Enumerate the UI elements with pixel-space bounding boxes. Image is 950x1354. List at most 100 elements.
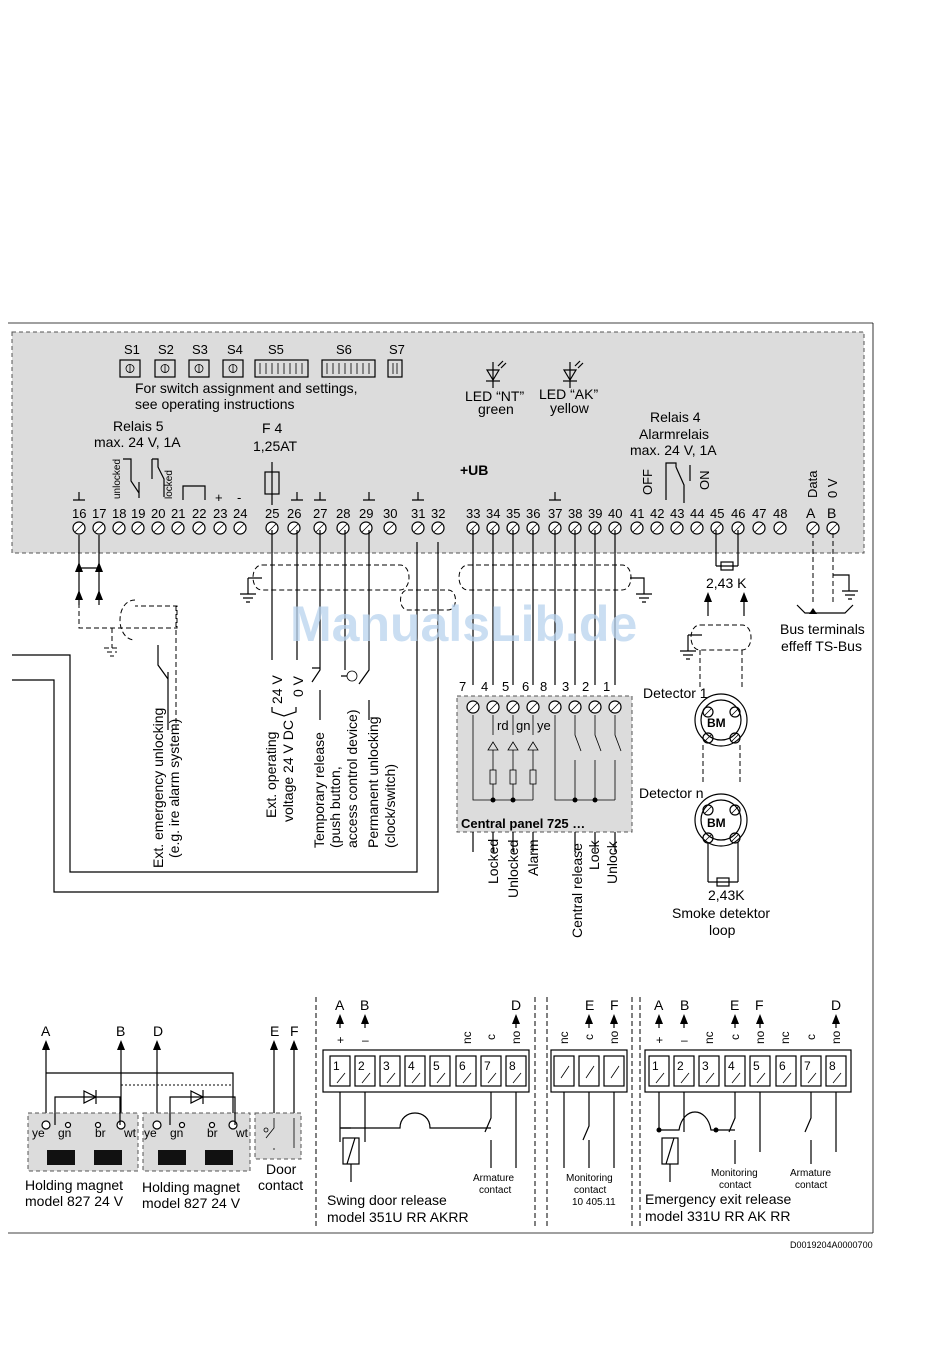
terminal-screw [41,1120,51,1130]
label-perm-unlock: Permanent unlocking [365,716,381,848]
terminal-cell [724,1055,746,1087]
switch-block: S1 S2 S3 S4 S5 S6 S7 For switch assignme… [119,342,405,412]
terminal-screw [116,1120,126,1130]
sd-nc: nc [460,1031,474,1044]
mc-c: c [582,1034,596,1040]
relais4-subtitle: Alarmrelais [639,426,709,442]
terminal-label: 32 [431,506,445,521]
detectors: Detector 1 BM Detector n BM 2,43K Smoke … [639,685,770,938]
terminal-label: 43 [670,506,684,521]
terminal-label: 47 [752,506,766,521]
plus-sign: + [215,490,223,505]
terminal-number: 1 [333,1059,340,1073]
terminal-number: 6 [779,1059,786,1073]
cp-color-rd: rd [497,718,509,733]
terminal-label: 21 [171,506,185,521]
sd-letter-b: B [360,997,369,1013]
terminal-cell [775,1055,797,1087]
relais5-locked: locked [164,470,175,499]
ee-monitoring-1: Monitoring [711,1168,758,1179]
terminal-cell [578,1055,600,1087]
terminal-label: 46 [731,506,745,521]
terminal-label: 34 [486,506,500,521]
cp-term-3: 3 [562,679,569,694]
terminal-cell [825,1055,847,1087]
hm2-wire-ye: ye [144,1126,157,1140]
led-block: LED “NT” green LED “AK” yellow [465,360,598,417]
switch-label-s5: S5 [268,342,284,357]
terminal-cell [404,1055,426,1087]
hm-letter-b: B [116,1023,125,1039]
ee-letter-e: E [730,997,739,1013]
door-contact-line2: contact [258,1177,303,1193]
control-unit-panel [11,331,865,554]
relais4-title: Relais 4 [650,409,701,425]
label-temp-release-sub1: (push button, [327,766,343,848]
ee-sign-minus: – [681,1033,688,1047]
mc-letter-e: E [585,997,594,1013]
mc-letter-f: F [610,997,619,1013]
door-letter-e: E [270,1023,279,1039]
ee-armature-1: Armature [790,1168,832,1179]
hm1-wire-br: br [95,1126,106,1140]
terminal-number: 1 [652,1059,659,1073]
terminal-label: 42 [650,506,664,521]
terminal-label: 19 [131,506,145,521]
holding-magnets: A B D ye gn br wt ye gn br wt Holding ma… [25,1023,251,1211]
led-nt-icon [485,360,507,388]
terminal-label: 17 [92,506,106,521]
cp-color-gn: gn [516,718,530,733]
terminal-label: 37 [548,506,562,521]
terminal-label: 22 [192,506,206,521]
switch-note-line1: For switch assignment and settings, [135,380,358,396]
terminal-label: 27 [313,506,327,521]
sd-armature-1: Armature [473,1173,515,1184]
dip-switch-s6 [321,359,376,378]
led-ak-icon [562,360,584,388]
sd-c: c [484,1034,498,1040]
terminal-label: 29 [359,506,373,521]
cp-term-7: 7 [459,679,466,694]
hm2-label-line2: model 827 24 V [142,1195,241,1211]
cp-color-ye: ye [537,718,551,733]
cp-term-5: 5 [502,679,509,694]
led-ak-label: LED “AK” [539,386,598,402]
label-lock: Lock [586,839,602,870]
mc-nc: nc [557,1031,571,1044]
zero-v-label: 0 V [825,478,840,498]
data-label: Data [805,470,820,498]
rotary-switch-s4 [222,359,244,378]
label-perm-unlock-sub: (clock/switch) [382,764,398,848]
sd-sign-plus: + [337,1033,344,1047]
terminal-label: 26 [287,506,301,521]
cp-term-2: 2 [582,679,589,694]
terminal-cell [505,1055,527,1087]
mc-line1: Monitoring [566,1173,613,1184]
terminal-label: 41 [630,506,644,521]
label-unlock: Unlock [604,840,620,884]
terminal-number: 3 [702,1059,709,1073]
ee-no-1: no [753,1030,767,1044]
central-panel-title: Central panel 725 … [461,816,585,831]
door-contact: E F Door contact [254,1023,303,1193]
sd-sign-minus: – [362,1033,369,1047]
relais5-block: Relais 5 max. 24 V, 1A unlocked locked [94,418,206,500]
terminal-number: 7 [484,1059,491,1073]
ee-c-2: c [804,1034,818,1040]
sd-letter-a: A [335,997,345,1013]
rotary-switch-s3 [188,359,210,378]
label-locked: Locked [485,839,501,884]
hm1-wire-ye: ye [32,1126,45,1140]
dip-switch-s5 [254,359,309,378]
wiring: 2,43 K Bus terminals effeff TS-Bus [12,530,865,893]
smoke-loop-line2: loop [709,922,736,938]
cp-term-1: 1 [603,679,610,694]
relais4-off: OFF [640,469,655,495]
ee-armature-2: contact [795,1180,827,1191]
led-nt-label: LED “NT” [465,388,524,404]
terminal-label: 48 [773,506,787,521]
